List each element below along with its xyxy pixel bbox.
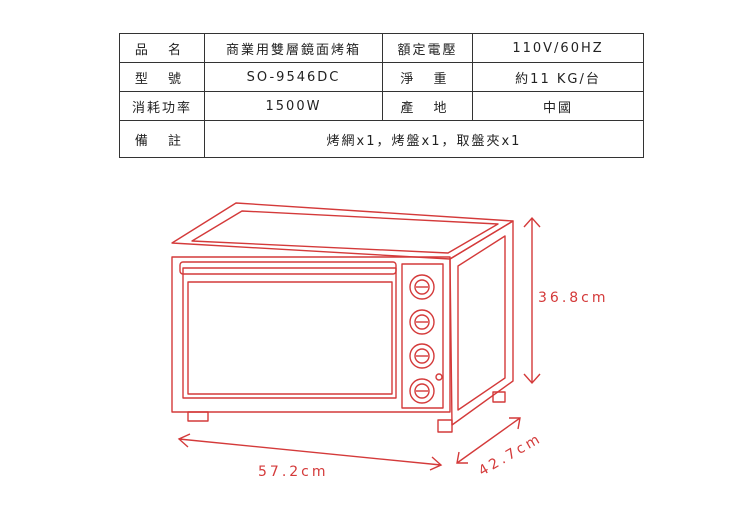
spec-table: 品 名 商業用雙層鏡面烤箱 額定電壓 110V/60HZ 型 號 SO-9546… xyxy=(119,33,644,158)
depth-dimension-line xyxy=(456,417,521,464)
control-knobs xyxy=(409,274,443,404)
spec-value-product-name: 商業用雙層鏡面烤箱 xyxy=(204,33,383,63)
height-dimension-line xyxy=(523,216,541,385)
spec-value-net-weight: 約11 KG/台 xyxy=(472,62,644,92)
spec-label-net-weight: 淨 重 xyxy=(382,62,473,92)
knob-3 xyxy=(409,343,435,369)
spec-value-origin: 中國 xyxy=(472,91,644,121)
indicator-light xyxy=(435,373,443,381)
knob-1 xyxy=(409,274,435,300)
spec-row-name: 品 名 商業用雙層鏡面烤箱 額定電壓 110V/60HZ xyxy=(119,33,644,63)
spec-row-notes: 備 註 烤網x1，烤盤x1，取盤夾x1 xyxy=(119,120,644,158)
spec-row-model: 型 號 SO-9546DC 淨 重 約11 KG/台 xyxy=(119,62,644,92)
width-dimension-line xyxy=(177,433,443,471)
oven-outline xyxy=(171,202,514,433)
height-dimension-label: 36.8cm xyxy=(538,290,609,306)
spec-row-power: 消耗功率 1500W 產 地 中國 xyxy=(119,91,644,121)
knob-4 xyxy=(409,378,435,404)
knob-2 xyxy=(409,309,435,335)
spec-label-power: 消耗功率 xyxy=(119,91,205,121)
spec-value-power: 1500W xyxy=(204,91,383,121)
width-dimension-label: 57.2cm xyxy=(258,464,329,480)
spec-label-product-name: 品 名 xyxy=(119,33,205,63)
spec-value-notes: 烤網x1，烤盤x1，取盤夾x1 xyxy=(204,120,644,158)
depth-dimension-label: 42.7cm xyxy=(476,430,545,479)
spec-label-origin: 產 地 xyxy=(382,91,473,121)
spec-value-rated-voltage: 110V/60HZ xyxy=(472,33,644,63)
